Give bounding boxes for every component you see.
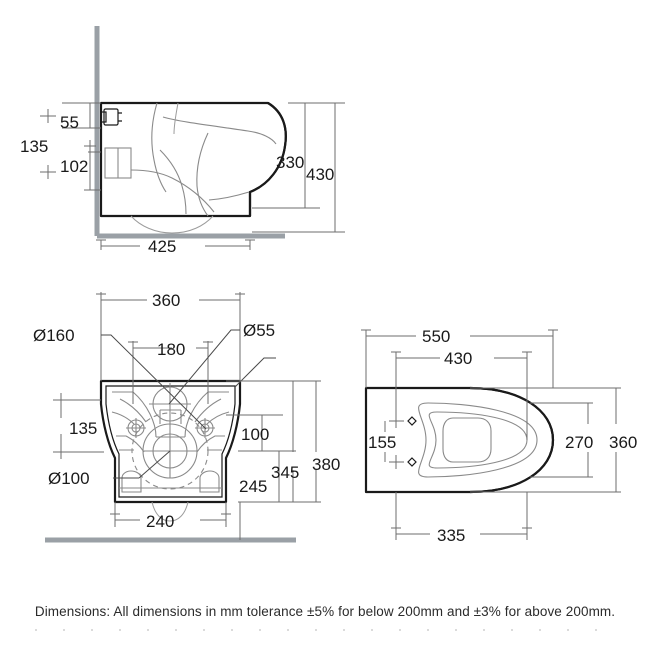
- dim-label-plan-430: 430: [444, 349, 472, 368]
- dim-label-back-240: 240: [146, 512, 174, 531]
- dim-label-back-360: 360: [152, 291, 180, 310]
- plan-view: 550 430 155 270 360 335: [361, 327, 637, 545]
- flush-pipe-circle: [149, 383, 191, 425]
- dim-label-plan-335: 335: [437, 526, 465, 545]
- plan-top-dimension-group: 550 430: [361, 327, 558, 440]
- dim-label-back-135: 135: [69, 419, 97, 438]
- dim-label-back-380: 380: [312, 455, 340, 474]
- back-leader-labels: Ø160 Ø55 Ø100: [33, 321, 276, 488]
- dim-label-side-425: 425: [148, 237, 176, 256]
- dim-label-back-d160: Ø160: [33, 326, 75, 345]
- inlet-fitting: [100, 108, 122, 126]
- dim-label-side-430: 430: [306, 165, 334, 184]
- dim-label-back-d55: Ø55: [243, 321, 275, 340]
- pan-front-curve: [248, 102, 287, 216]
- dim-label-side-55: 55: [60, 113, 79, 132]
- pan-back-inner-outline: [105, 385, 236, 498]
- back-bottom-dimension-group: 240: [110, 502, 231, 531]
- plan-right-dimension-group: 270 360: [470, 387, 637, 493]
- dim-label-back-180: 180: [157, 340, 185, 359]
- dim-label-back-245: 245: [239, 477, 267, 496]
- dim-label-plan-360: 360: [609, 433, 637, 452]
- dimensions-caption: Dimensions: All dimensions in mm toleran…: [34, 604, 616, 619]
- back-top-dimension-group: 360 180: [96, 291, 245, 404]
- pan-side-internal-detail: [130, 102, 277, 234]
- seat-rim: [418, 402, 538, 478]
- dim-label-side-102: 102: [60, 157, 88, 176]
- back-left-dimension-group: 135: [53, 393, 104, 459]
- back-right-dimension-group: 100 245 345 380: [226, 380, 340, 503]
- dim-label-side-330: 330: [276, 153, 304, 172]
- dim-label-back-d100: Ø100: [48, 469, 90, 488]
- plan-bottom-dimension-group: 335: [391, 492, 532, 545]
- dim-label-side-135: 135: [20, 137, 48, 156]
- side-right-dimension-group: 330 430: [252, 102, 345, 233]
- outlet-aperture: [442, 417, 492, 463]
- fixing-bolt-holes: [126, 418, 215, 438]
- base-outlet-arc: [151, 501, 189, 522]
- dim-label-plan-155: 155: [368, 433, 396, 452]
- side-bottom-dimension-group: 425: [96, 237, 255, 256]
- pan-side-outline: [99, 101, 287, 218]
- plan-left-dimension-group: 155: [368, 421, 396, 462]
- dim-label-plan-550: 550: [422, 327, 450, 346]
- pan-plan-front-curve: [469, 386, 555, 494]
- side-elevation-view: 55 135 102 330 430 425: [20, 26, 345, 256]
- dim-label-plan-270: 270: [565, 433, 593, 452]
- dim-label-back-100: 100: [241, 425, 269, 444]
- dim-label-back-345: 345: [271, 463, 299, 482]
- side-fixing-plate: [104, 147, 132, 179]
- back-elevation-view: 360 180 Ø160 Ø55 Ø100 135: [33, 291, 340, 543]
- side-left-dimension-group: 55 135 102: [20, 102, 101, 191]
